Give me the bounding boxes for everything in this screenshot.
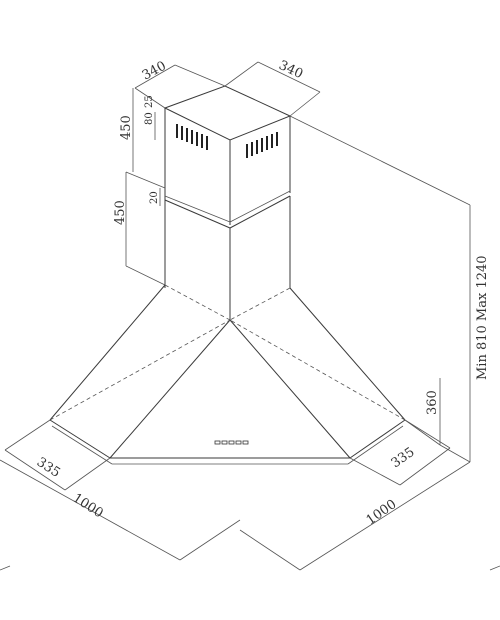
dim-chimney-width: 340: [276, 58, 305, 82]
dim-overall-height: Min 810 Max 1240: [475, 255, 490, 380]
dim-width-right: 1000: [364, 497, 400, 528]
dim-edge-right: 335: [389, 445, 418, 472]
dim-offset-80: 80: [144, 112, 155, 125]
vent-grille-right: [246, 132, 278, 158]
dim-offset-20: 20: [149, 191, 160, 204]
control-panel: [214, 440, 249, 445]
dim-edge-left: 335: [34, 455, 63, 481]
dim-right-heights: [404, 205, 471, 463]
dim-lower-height: 450: [113, 200, 128, 225]
chimney-top-face: [163, 85, 292, 141]
vent-grille-left: [176, 124, 208, 150]
dim-offset-25: 25: [144, 95, 155, 108]
dim-bottom: [0, 419, 500, 571]
dim-left-heights: [125, 88, 166, 286]
dim-chimney-top: [134, 61, 471, 206]
hood-body: [49, 284, 406, 465]
dim-chimney-depth: 340: [140, 59, 169, 84]
dim-upper-height: 450: [119, 115, 134, 140]
dim-hood-height: 360: [425, 390, 440, 415]
chimney-upper: [163, 85, 292, 225]
chimney-lower: [164, 195, 291, 320]
dim-width-left: 1000: [70, 491, 106, 522]
